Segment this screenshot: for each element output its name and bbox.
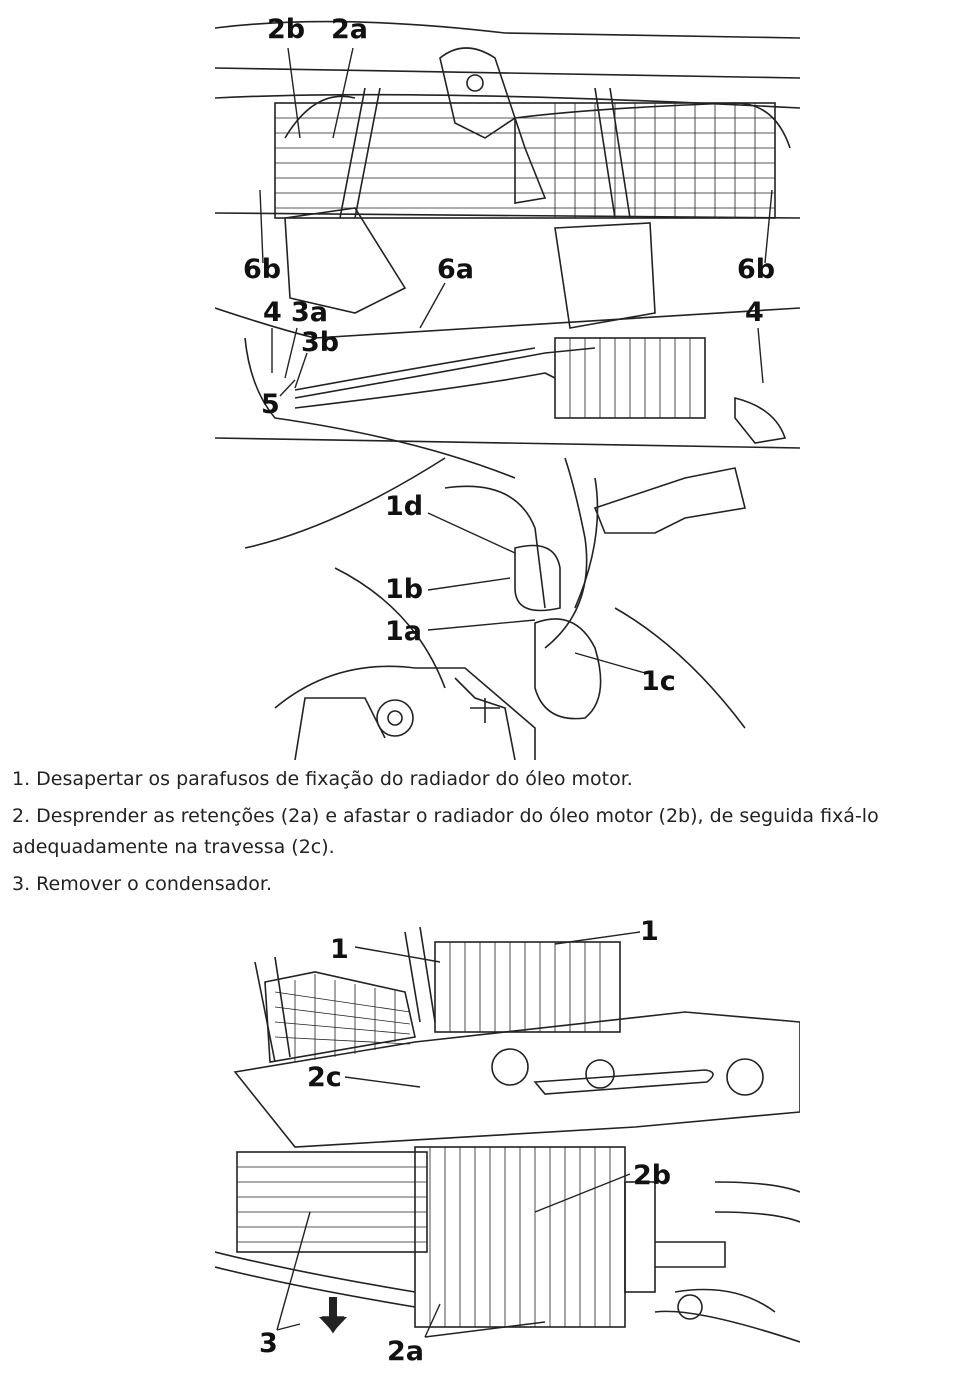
callout-2a: 2a — [331, 14, 368, 45]
callout-4-right: 4 — [745, 297, 764, 328]
callout-5: 5 — [261, 389, 280, 420]
callout-2c: 2c — [307, 1062, 342, 1093]
callout-6a: 6a — [437, 254, 474, 285]
callout-3: 3 — [259, 1328, 278, 1359]
instruction-steps: 1. Desapertar os parafusos de fixação do… — [12, 764, 947, 906]
callout-1c: 1c — [641, 666, 676, 697]
callout-1-right: 1 — [640, 916, 659, 947]
callout-2a: 2a — [387, 1336, 424, 1367]
figure-bottom-oil-cooler: 1 1 2c 2b 3 2a — [215, 912, 800, 1372]
step-1: 1. Desapertar os parafusos de fixação do… — [12, 768, 633, 790]
callout-2b: 2b — [633, 1160, 671, 1191]
callout-3b: 3b — [301, 327, 339, 358]
step-3: 3. Remover o condensador. — [12, 873, 273, 895]
callout-6b-left: 6b — [243, 254, 281, 285]
figure-top-drawing: 2b 2a 6b 6a 6b 4 3a 3b 5 4 1d 1b 1a 1c — [215, 14, 800, 760]
callout-1-left: 1 — [330, 934, 349, 965]
down-arrow-icon — [319, 1297, 347, 1332]
step-2: 2. Desprender as retenções (2a) e afasta… — [12, 805, 879, 858]
callout-6b-right: 6b — [737, 254, 775, 285]
callout-1d: 1d — [385, 491, 423, 522]
callout-1a: 1a — [385, 616, 422, 647]
callout-1b: 1b — [385, 574, 423, 605]
callout-2b: 2b — [267, 14, 305, 45]
callout-4-left: 4 — [263, 297, 282, 328]
callout-3a: 3a — [291, 297, 328, 328]
figure-bottom-drawing: 1 1 2c 2b 3 2a — [215, 916, 800, 1367]
figure-top-engine-bay: 2b 2a 6b 6a 6b 4 3a 3b 5 4 1d 1b 1a 1c — [215, 8, 800, 760]
